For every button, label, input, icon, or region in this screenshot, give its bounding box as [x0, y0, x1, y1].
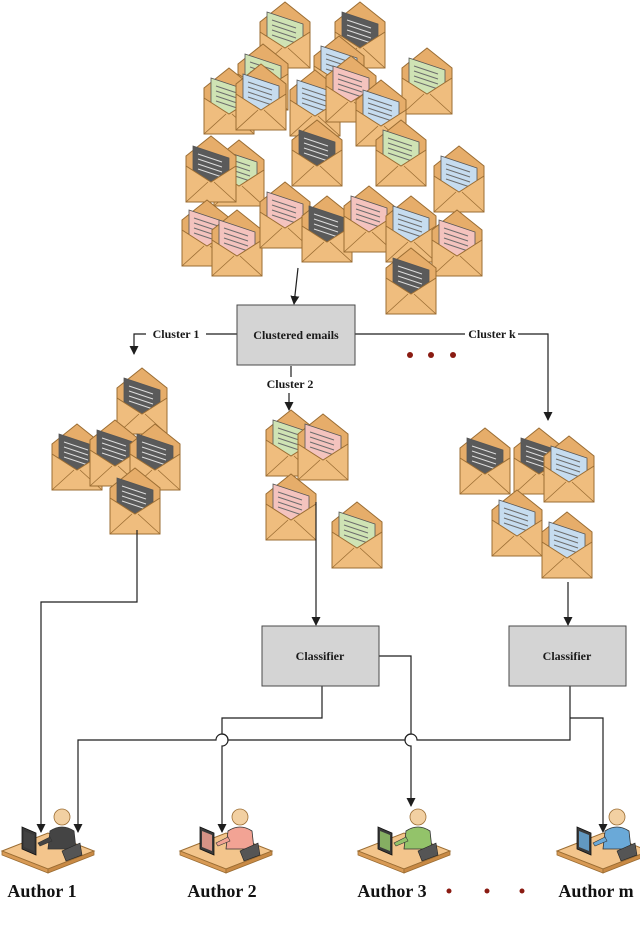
edge-label-cluster-1: Cluster 1: [153, 327, 200, 341]
envelope-icon: [235, 63, 287, 131]
envelope-icon: [331, 501, 383, 569]
classifier-k-label: Classifier: [543, 649, 592, 663]
edge-classifierk-to-author1: [73, 686, 571, 833]
classifier-node-2: Classifier: [261, 625, 380, 687]
clustered-emails-label: Clustered emails: [253, 328, 339, 342]
envelope-icon: [185, 135, 237, 203]
author-2: Author 2: [178, 808, 274, 901]
author-1: Author 1: [0, 808, 96, 901]
author-workstation-icon: [356, 808, 452, 874]
envelope-icon: [109, 467, 161, 535]
author-ellipsis: [446, 888, 525, 894]
authors: Author 1 Author 2 Author 3 Author m: [0, 808, 640, 901]
envelope-icon: [431, 209, 483, 277]
envelope-icon: [375, 119, 427, 187]
envelope-icon: [343, 185, 395, 253]
author-label: Author 1: [7, 881, 76, 901]
edge-classifier2-to-author3: [379, 655, 416, 807]
email-pile-all: [181, 1, 485, 315]
author-workstation-icon: [178, 808, 274, 874]
edge-cluster-k-tail: [518, 333, 553, 421]
edge-cluster-1-tail: [129, 333, 146, 355]
envelope-icon: [491, 489, 543, 557]
envelope-icon: [265, 473, 317, 541]
author-4: Author m: [555, 808, 640, 901]
classifier-node-k: Classifier: [508, 625, 627, 687]
envelope-icon: [433, 145, 485, 213]
edge-cluster1-to-author1: [36, 530, 138, 833]
email-pile-cluster-k: [459, 427, 595, 579]
envelope-icon: [543, 435, 595, 503]
author-3: Author 3: [356, 808, 452, 901]
email-pile-cluster-1: [51, 367, 181, 535]
envelope-icon: [259, 181, 311, 249]
author-workstation-icon: [555, 808, 640, 874]
envelope-icon: [385, 195, 437, 263]
envelope-icon: [459, 427, 511, 495]
envelope-icon: [291, 119, 343, 187]
cluster-ellipsis: [407, 352, 456, 358]
envelope-icon: [401, 47, 453, 115]
envelope-icon: [541, 511, 593, 579]
edge-classifierk-to-authorm: [570, 717, 608, 833]
classifier-2-label: Classifier: [296, 649, 345, 663]
edge-label-cluster-k: Cluster k: [468, 327, 516, 341]
email-pile-cluster-2: [265, 409, 383, 569]
envelope-icon: [385, 247, 437, 315]
edge-pile-to-clustered: [290, 267, 300, 305]
connectors: [36, 267, 608, 833]
envelope-icon: [211, 209, 263, 277]
author-workstation-icon: [0, 808, 96, 874]
author-label: Author m: [558, 881, 633, 901]
author-label: Author 2: [187, 881, 256, 901]
envelope-icon: [116, 367, 168, 435]
edge-label-cluster-2: Cluster 2: [267, 377, 314, 391]
clustered-emails-node: Clustered emails: [236, 304, 356, 366]
envelope-icon: [297, 413, 349, 481]
author-label: Author 3: [357, 881, 426, 901]
